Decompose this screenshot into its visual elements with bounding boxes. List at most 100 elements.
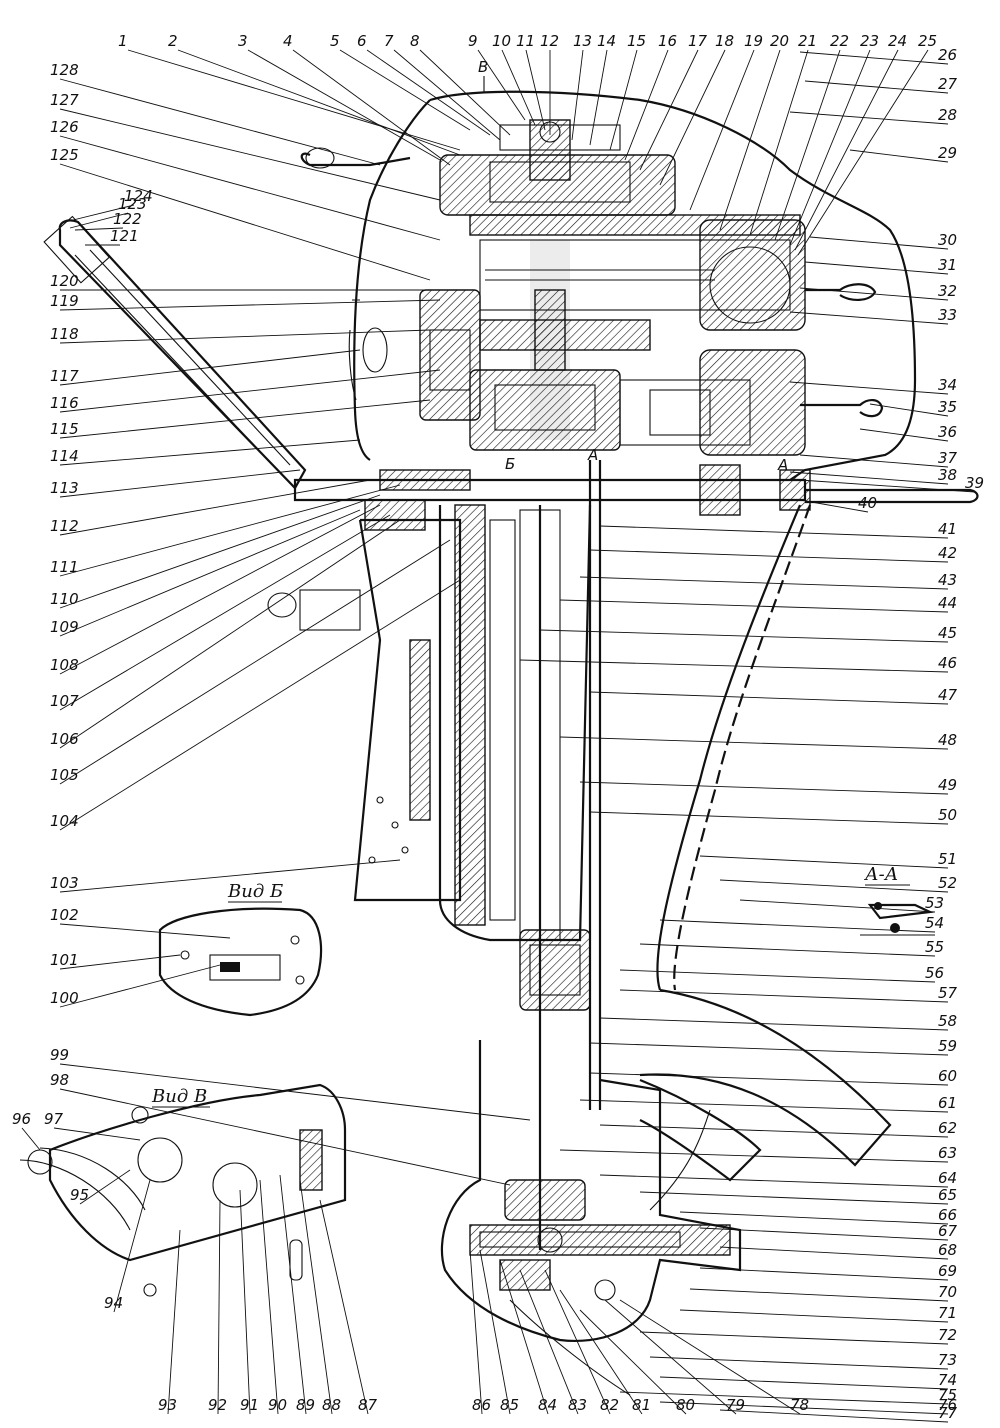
leader-line-107 [59, 514, 391, 711]
leader-line-37 [799, 454, 949, 468]
callout-22: 22 [830, 32, 849, 50]
exhaust-housing [438, 504, 592, 942]
callout-105: 105 [50, 766, 79, 784]
callout-40: 40 [858, 494, 877, 512]
leader-line-25 [797, 49, 929, 256]
leader-line-105 [59, 539, 451, 785]
callout-94: 94 [104, 1294, 123, 1312]
stern-bracket [353, 518, 462, 902]
callout-12: 12 [540, 32, 559, 50]
engine-cowl [353, 90, 917, 481]
callout-108: 108 [50, 656, 79, 674]
callout-87: 87 [358, 1396, 378, 1414]
callout-8: 8 [410, 32, 420, 50]
callout-85: 85 [500, 1396, 519, 1414]
callout-75: 75 [938, 1386, 957, 1404]
gear-housing [440, 1040, 742, 1342]
leader-line-17 [639, 49, 699, 171]
leader-line-46 [519, 659, 949, 673]
callout-24: 24 [888, 32, 907, 50]
callout-27: 27 [938, 75, 958, 93]
leader-line-128 [59, 78, 381, 166]
marker-v: В [478, 58, 488, 76]
leader-line-16 [624, 49, 669, 161]
callout-19: 19 [744, 32, 763, 50]
leader-line-41 [599, 525, 949, 539]
leader-line-83 [519, 1269, 579, 1415]
leader-line-9 [477, 49, 526, 121]
leader-line-112 [59, 479, 371, 536]
leader-line-104 [59, 579, 461, 831]
callout-26: 26 [938, 46, 957, 64]
callout-80: 80 [676, 1396, 695, 1414]
leader-line-82 [544, 1269, 611, 1415]
callout-111: 111 [50, 558, 79, 576]
callout-55: 55 [925, 938, 944, 956]
leader-line-28 [789, 111, 949, 125]
callout-51: 51 [938, 850, 957, 868]
leader-line-122 [74, 227, 124, 231]
leader-line-89 [279, 1174, 307, 1415]
callout-117: 117 [50, 367, 79, 385]
view-v-label: Вид В [151, 1086, 207, 1107]
callout-63: 63 [938, 1144, 957, 1162]
leader-line-76 [659, 1401, 949, 1415]
leader-line-69 [699, 1267, 949, 1281]
callout-88: 88 [322, 1396, 341, 1414]
callout-93: 93 [158, 1396, 177, 1414]
callout-38: 38 [938, 466, 957, 484]
callout-96: 96 [12, 1110, 31, 1128]
callout-37: 37 [938, 449, 958, 467]
leader-line-118 [59, 329, 431, 344]
leader-line-58 [599, 1017, 949, 1031]
leader-line-30 [809, 236, 949, 250]
callout-23: 23 [860, 32, 879, 50]
callout-81: 81 [632, 1396, 651, 1414]
callout-6: 6 [357, 32, 367, 50]
leader-line-101 [59, 954, 181, 970]
leader-line-117 [59, 349, 361, 386]
leader-line-40 [799, 499, 869, 513]
leader-line-92 [217, 1199, 221, 1415]
leader-line-106 [59, 519, 401, 749]
callout-20: 20 [770, 32, 789, 50]
leader-line-34 [789, 381, 949, 395]
leader-line-63 [559, 1149, 949, 1163]
callout-102: 102 [50, 906, 79, 924]
leader-line-23 [789, 49, 871, 246]
leader-line-47 [589, 691, 949, 705]
leader-line-52 [719, 879, 949, 893]
leader-line-20 [719, 49, 781, 231]
leader-line-127 [59, 108, 441, 201]
callout-128: 128 [50, 61, 79, 79]
callout-104: 104 [50, 812, 79, 830]
callout-31: 31 [938, 256, 957, 274]
callout-18: 18 [715, 32, 734, 50]
callout-62: 62 [938, 1119, 957, 1137]
callout-45: 45 [938, 624, 957, 642]
leader-line-19 [689, 49, 755, 211]
callout-57: 57 [938, 984, 958, 1002]
callout-58: 58 [938, 1012, 957, 1030]
callout-30: 30 [938, 231, 957, 249]
leader-line-114 [59, 439, 361, 466]
callout-110: 110 [50, 590, 79, 608]
callout-28: 28 [938, 106, 957, 124]
leader-line-35 [869, 403, 949, 417]
callout-59: 59 [938, 1037, 957, 1055]
callout-116: 116 [50, 394, 79, 412]
leader-line-54 [659, 919, 936, 933]
callout-98: 98 [50, 1071, 69, 1089]
callout-2: 2 [168, 32, 178, 50]
callout-17: 17 [688, 32, 708, 50]
callout-7: 7 [384, 32, 394, 50]
callout-70: 70 [938, 1283, 957, 1301]
callout-60: 60 [938, 1067, 957, 1085]
leader-line-98 [59, 1088, 511, 1186]
leader-line-124 [64, 204, 135, 223]
leader-line-18 [659, 49, 726, 186]
callout-10: 10 [492, 32, 511, 50]
